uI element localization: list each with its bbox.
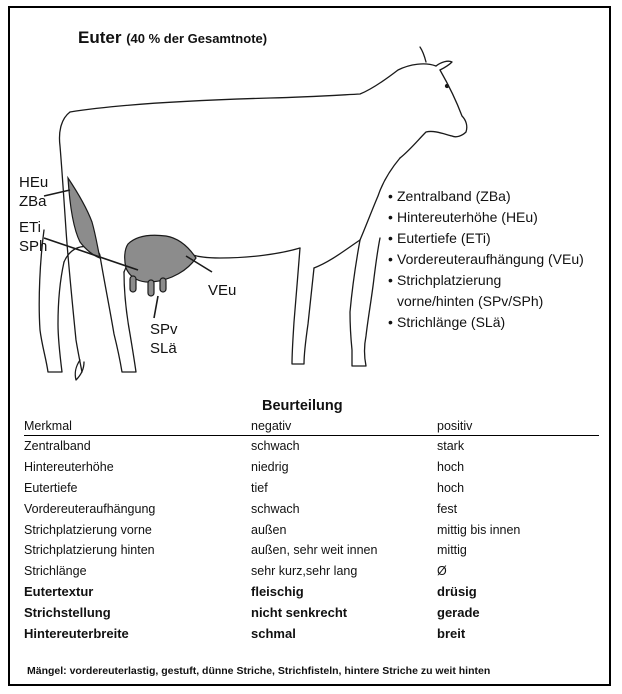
- defects-note: Mängel: vordereuterlastig, gestuft, dünn…: [27, 665, 490, 677]
- table-row: Strichplatzierung hinten außen, sehr wei…: [24, 540, 599, 561]
- table-header-row: Merkmal negativ positiv: [24, 417, 599, 436]
- legend-item: •Vordereuteraufhängung (VEu): [388, 249, 584, 270]
- legend-item: •Eutertiefe (ETi): [388, 228, 584, 249]
- cell-positiv: mittig bis innen: [437, 519, 599, 540]
- legend-item: vorne/hinten (SPv/SPh): [388, 291, 584, 312]
- cell-merkmal: Strichstellung: [24, 602, 251, 623]
- cell-merkmal: Zentralband: [24, 436, 251, 457]
- cell-positiv: gerade: [437, 602, 599, 623]
- table-row: Eutertiefe tief hoch: [24, 478, 599, 499]
- cell-negativ: außen, sehr weit innen: [251, 540, 437, 561]
- cell-negativ: niedrig: [251, 457, 437, 478]
- cell-merkmal: Strichplatzierung hinten: [24, 540, 251, 561]
- cell-negativ: sehr kurz,sehr lang: [251, 561, 437, 582]
- table-row: Zentralband schwach stark: [24, 436, 599, 457]
- legend-item: •Zentralband (ZBa): [388, 186, 584, 207]
- cell-merkmal: Eutertiefe: [24, 478, 251, 499]
- cell-positiv: drüsig: [437, 582, 599, 603]
- label-sla: SLä: [150, 339, 177, 358]
- table-row: Vordereuteraufhängung schwach fest: [24, 498, 599, 519]
- legend-item: •Strichlänge (SLä): [388, 312, 584, 333]
- cell-negativ: außen: [251, 519, 437, 540]
- cell-negativ: schmal: [251, 623, 437, 644]
- cell-negativ: schwach: [251, 436, 437, 457]
- assessment-title: Beurteilung: [262, 398, 343, 414]
- table-row: Hintereuterbreite schmal breit: [24, 623, 599, 644]
- cell-positiv: hoch: [437, 478, 599, 499]
- cell-positiv: mittig: [437, 540, 599, 561]
- label-heu: HEu: [19, 173, 48, 192]
- rear-udder-shape: [68, 178, 100, 258]
- label-sph: SPh: [19, 237, 47, 256]
- cell-positiv: fest: [437, 498, 599, 519]
- header-positiv: positiv: [437, 417, 599, 436]
- cell-merkmal: Hintereuterhöhe: [24, 457, 251, 478]
- cell-merkmal: Vordereuteraufhängung: [24, 498, 251, 519]
- table-row: Strichlänge sehr kurz,sehr lang Ø: [24, 561, 599, 582]
- label-zba: ZBa: [19, 192, 47, 211]
- table-row: Eutertextur fleischig drüsig: [24, 582, 599, 603]
- header-merkmal: Merkmal: [24, 417, 251, 436]
- cell-merkmal: Strichlänge: [24, 561, 251, 582]
- udder-shape: [125, 235, 196, 282]
- cell-positiv: stark: [437, 436, 599, 457]
- table-row: Strichplatzierung vorne außen mittig bis…: [24, 519, 599, 540]
- cell-positiv: breit: [437, 623, 599, 644]
- cell-merkmal: Hintereuterbreite: [24, 623, 251, 644]
- cell-negativ: schwach: [251, 498, 437, 519]
- assessment-table: Merkmal negativ positiv Zentralband schw…: [24, 417, 599, 644]
- header-negativ: negativ: [251, 417, 437, 436]
- cell-negativ: tief: [251, 478, 437, 499]
- cell-merkmal: Eutertextur: [24, 582, 251, 603]
- cell-negativ: nicht senkrecht: [251, 602, 437, 623]
- label-spv: SPv: [150, 320, 178, 339]
- cell-negativ: fleischig: [251, 582, 437, 603]
- label-eti: ETi: [19, 218, 41, 237]
- label-veu: VEu: [208, 281, 236, 300]
- table-row: Hintereuterhöhe niedrig hoch: [24, 457, 599, 478]
- cell-positiv: Ø: [437, 561, 599, 582]
- legend-list: •Zentralband (ZBa) •Hintereuterhöhe (HEu…: [388, 186, 584, 333]
- legend-item: •Strichplatzierung: [388, 270, 584, 291]
- table-row: Strichstellung nicht senkrecht gerade: [24, 602, 599, 623]
- legend-item: •Hintereuterhöhe (HEu): [388, 207, 584, 228]
- cell-positiv: hoch: [437, 457, 599, 478]
- cell-merkmal: Strichplatzierung vorne: [24, 519, 251, 540]
